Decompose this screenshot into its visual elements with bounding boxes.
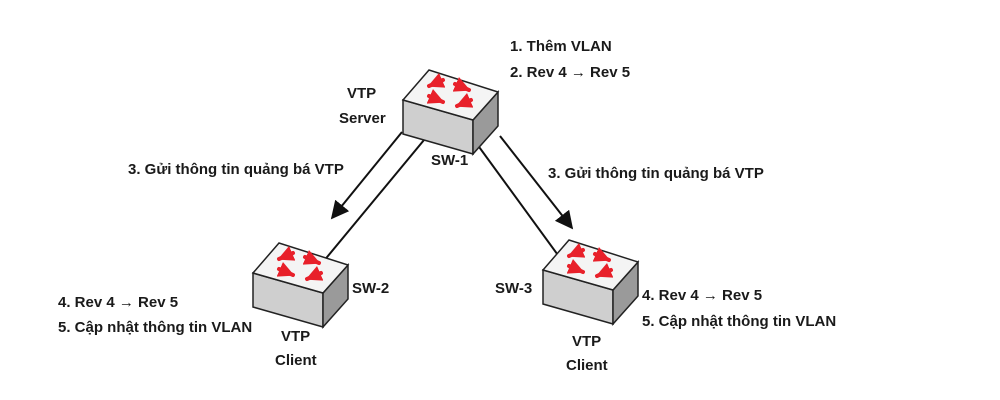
sw2-step5: 5. Cập nhật thông tin VLAN [58, 319, 252, 336]
sw3-role-line2: Client [566, 357, 608, 374]
advert-arrow-left [330, 131, 403, 220]
sw1-step2: 2. Rev 4 → Rev 5 [510, 64, 630, 81]
switch-sw2-icon [253, 243, 348, 327]
sw3-step4: 4. Rev 4 → Rev 5 [642, 287, 762, 304]
sw1-role-line2: Server [339, 110, 386, 127]
sw2-role-line1: VTP [281, 328, 310, 345]
link-sw1-sw2 [317, 139, 425, 269]
switch-sw3-icon [543, 240, 638, 324]
sw3-step5: 5. Cập nhật thông tin VLAN [642, 313, 836, 330]
link-sw1-sw3 [473, 139, 564, 263]
sw1-name: SW-1 [431, 152, 468, 169]
sw3-name: SW-3 [495, 280, 532, 297]
switch-sw1-icon [403, 70, 498, 154]
advert-arrow-right [499, 135, 574, 230]
sw3-role-line1: VTP [572, 333, 601, 350]
advert-label-left: 3. Gửi thông tin quảng bá VTP [128, 161, 344, 178]
sw2-role-line2: Client [275, 352, 317, 369]
sw1-role-line1: VTP [347, 85, 376, 102]
advert-label-right: 3. Gửi thông tin quảng bá VTP [548, 165, 764, 182]
sw2-name: SW-2 [352, 280, 389, 297]
sw2-step4: 4. Rev 4 → Rev 5 [58, 294, 178, 311]
sw1-step1: 1. Thêm VLAN [510, 38, 612, 55]
